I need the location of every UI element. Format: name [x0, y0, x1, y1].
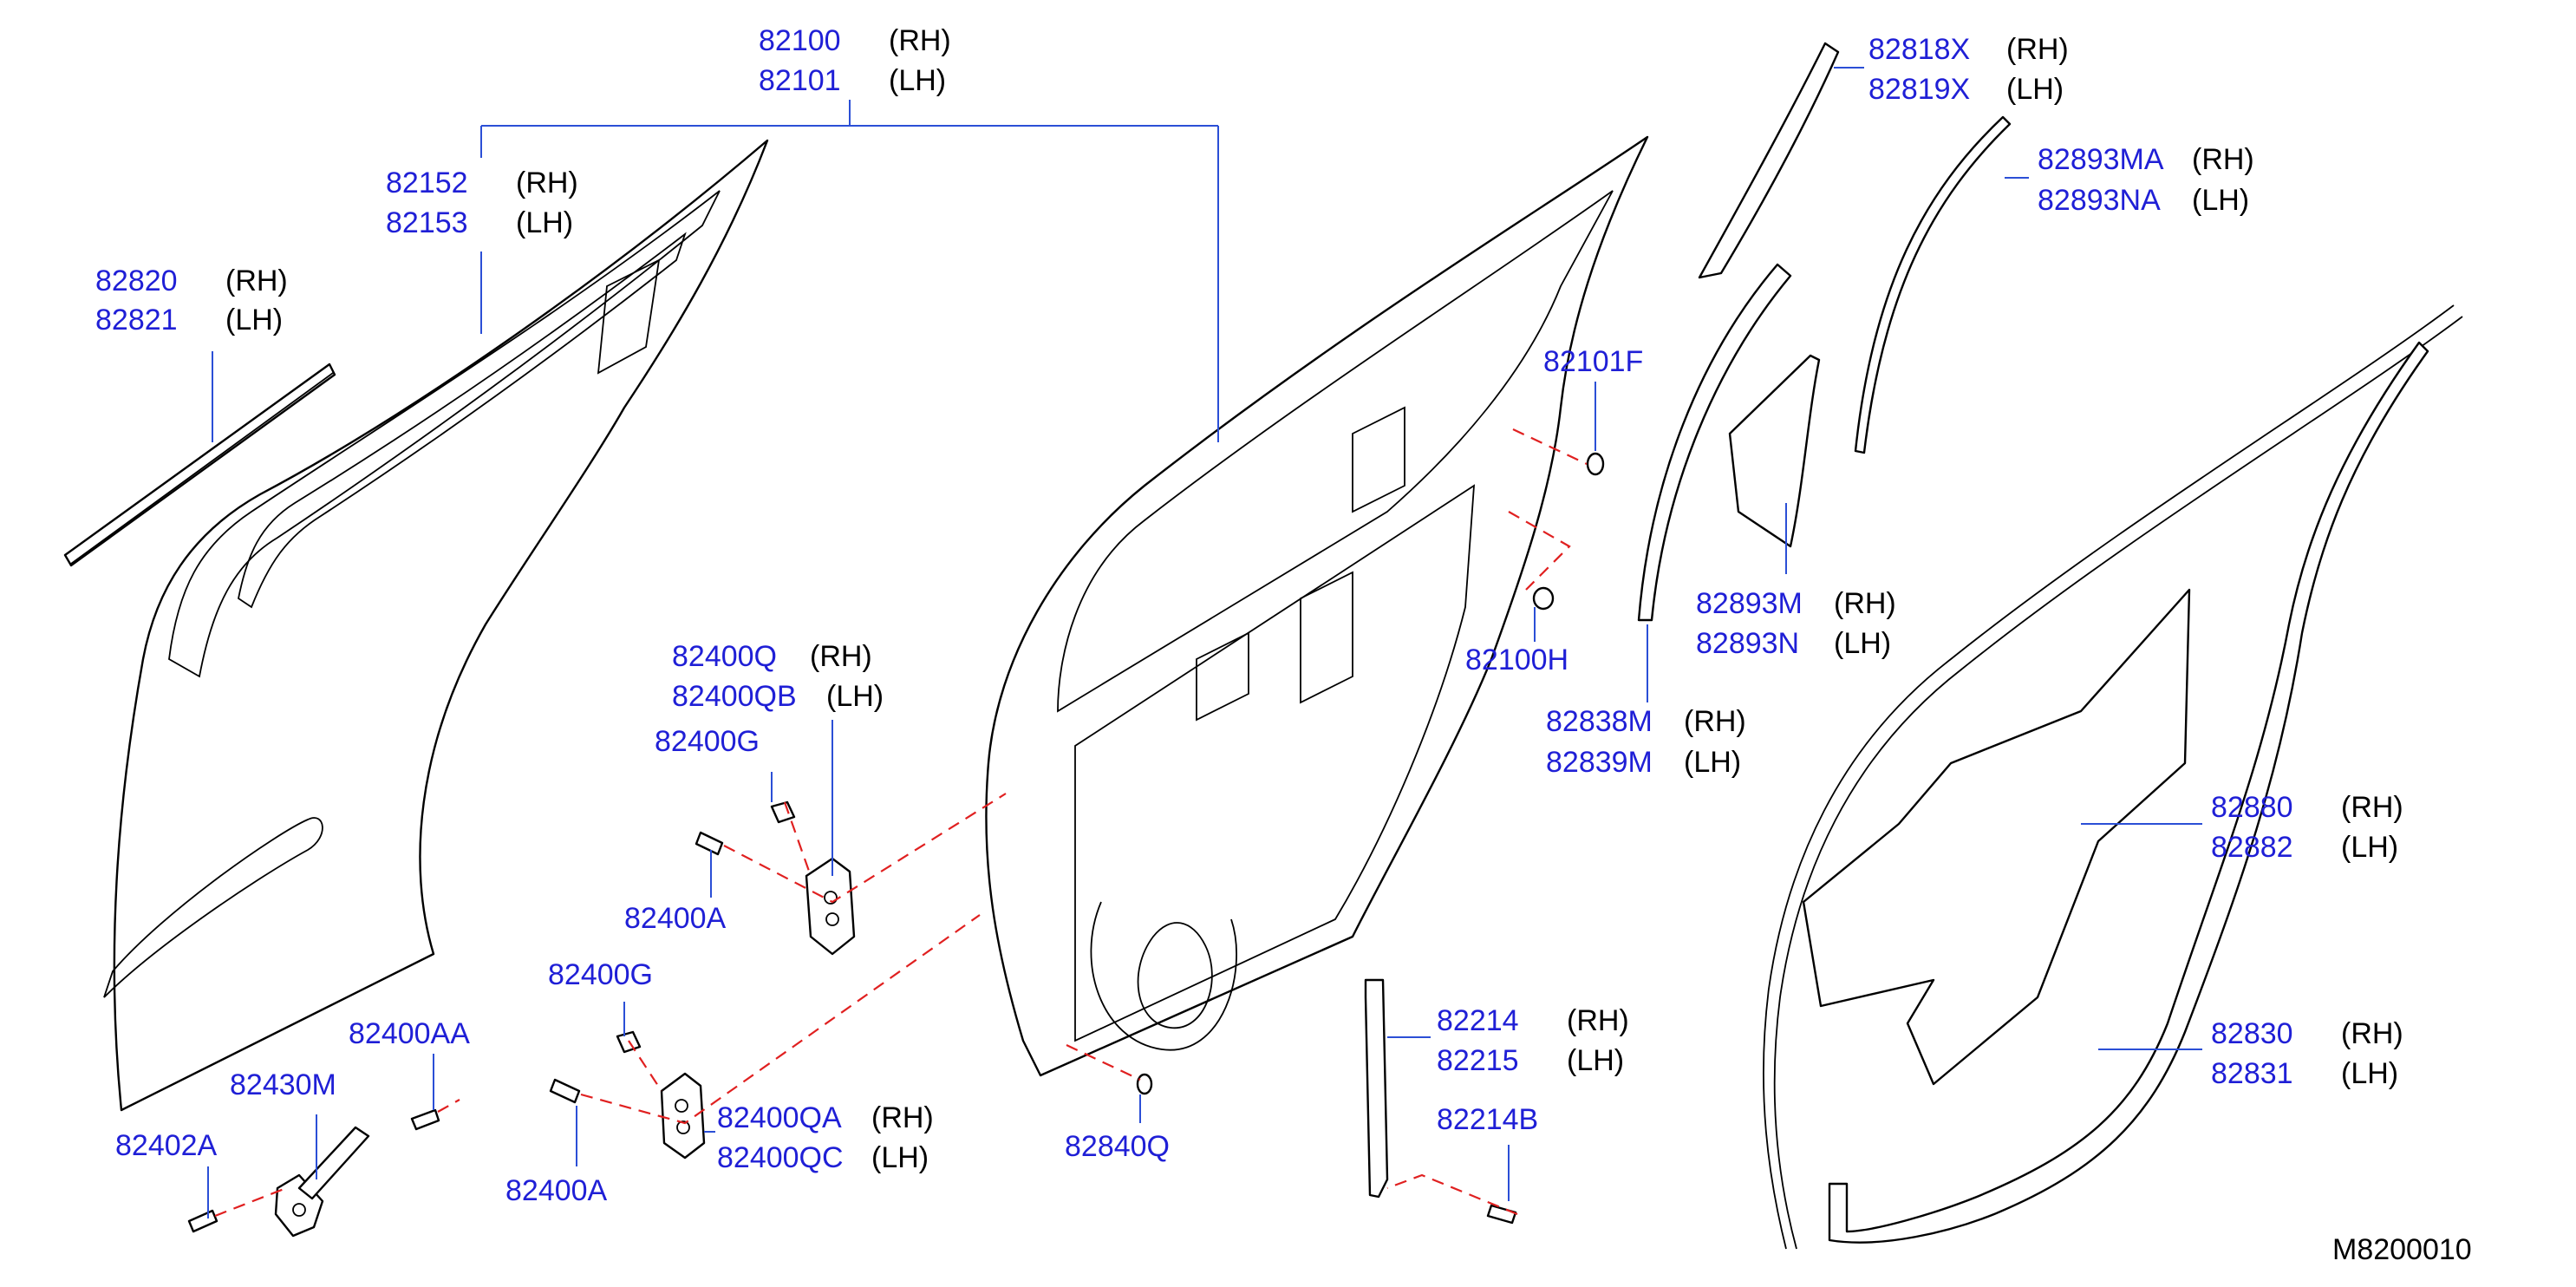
door-outer-panel: [103, 139, 769, 1112]
side-designation-82893n: (LH): [1834, 627, 1891, 660]
part-number-82400qb: 82400QB: [672, 680, 797, 713]
side-designation-82400qa: (RH): [871, 1101, 934, 1134]
part-number-82214b: 82214B: [1437, 1103, 1538, 1136]
door-check: [274, 1126, 370, 1238]
part-number-82400aa: 82400AA: [349, 1017, 470, 1050]
part-number-82400qa: 82400QA: [717, 1101, 842, 1134]
part-number-82893m: 82893M: [1696, 587, 1803, 620]
part-number-82839m: 82839M: [1546, 746, 1653, 779]
sealing-screen: [1802, 588, 2191, 1086]
side-designation-82100: (RH): [889, 24, 951, 57]
callouts: 82100 (RH) 82101 (LH) 82152 (RH) 82153 (LH) 8282…: [95, 24, 2403, 1207]
side-designation-82214: (RH): [1567, 1004, 1629, 1037]
side-designation-82893ma: (RH): [2192, 143, 2254, 176]
part-number-82893n: 82893N: [1696, 627, 1799, 660]
side-designation-82818x: (RH): [2006, 33, 2069, 66]
part-number-82400a-bottom: 82400A: [505, 1174, 608, 1207]
side-designation-82101: (LH): [889, 64, 946, 97]
part-number-82214: 82214: [1437, 1004, 1519, 1037]
part-number-82100h: 82100H: [1465, 644, 1568, 676]
part-number-82400g-bottom: 82400G: [548, 958, 653, 991]
part-number-82882: 82882: [2211, 831, 2293, 864]
part-number-82831: 82831: [2211, 1057, 2293, 1090]
sash-strip: [1637, 263, 1792, 622]
leader-lines: [207, 67, 2202, 1218]
side-designation-82880: (RH): [2341, 791, 2403, 824]
part-number-82838m: 82838M: [1546, 705, 1653, 738]
upper-hinge: [805, 857, 856, 956]
side-designation-82893m: (RH): [1834, 587, 1896, 620]
part-number-82820: 82820: [95, 265, 178, 297]
part-number-82821: 82821: [95, 304, 178, 336]
side-designation-82831: (LH): [2341, 1057, 2398, 1090]
side-designation-82838m: (RH): [1684, 705, 1746, 738]
part-number-82400q: 82400Q: [672, 640, 777, 673]
side-designation-82882: (LH): [2341, 831, 2398, 864]
side-designation-82153: (LH): [516, 206, 573, 239]
part-number-82153: 82153: [386, 206, 468, 239]
part-number-82101: 82101: [759, 64, 841, 97]
side-designation-82820: (RH): [225, 265, 288, 297]
plugs: [1136, 452, 1605, 1095]
side-designation-82830: (RH): [2341, 1017, 2403, 1050]
lower-hinge: [660, 1072, 706, 1160]
side-designation-82400q: (RH): [810, 640, 872, 673]
part-number-82819x: 82819X: [1868, 73, 1970, 106]
part-number-82152: 82152: [386, 167, 468, 199]
assembly-guides: [214, 428, 1588, 1218]
part-number-82400a-top: 82400A: [624, 902, 727, 935]
corner-trim: [1698, 42, 1840, 279]
drawing-reference-code: M8200010: [2332, 1233, 2472, 1266]
part-number-82880: 82880: [2211, 791, 2293, 824]
part-number-82430m: 82430M: [230, 1068, 336, 1101]
filler-piece: [1728, 354, 1821, 548]
part-number-82215: 82215: [1437, 1044, 1519, 1077]
part-number-82840q: 82840Q: [1065, 1130, 1170, 1163]
door-weatherstrip: [1763, 304, 2463, 1250]
part-number-82893ma: 82893MA: [2038, 143, 2164, 176]
door-inner-panel: [985, 135, 1649, 1077]
part-number-82402a: 82402A: [115, 1129, 218, 1162]
part-number-82101f: 82101F: [1543, 345, 1643, 378]
run-channel-strip: [1854, 115, 2012, 454]
side-designation-82893na: (LH): [2192, 184, 2249, 217]
fasteners: [187, 800, 1517, 1233]
part-number-82830: 82830: [2211, 1017, 2293, 1050]
part-number-82100: 82100: [759, 24, 841, 57]
side-designation-82819x: (LH): [2006, 73, 2064, 106]
side-designation-82821: (LH): [225, 304, 283, 336]
side-designation-82400qb: (LH): [826, 680, 884, 713]
side-designation-82152: (RH): [516, 167, 578, 199]
part-number-82893na: 82893NA: [2038, 184, 2161, 217]
side-designation-82839m: (LH): [1684, 746, 1741, 779]
part-number-82400g-top: 82400G: [655, 725, 760, 758]
sash-bracket: [1364, 978, 1389, 1199]
part-number-82818x: 82818X: [1868, 33, 1970, 66]
outer-weatherstrip: [63, 363, 336, 567]
part-number-82400qc: 82400QC: [717, 1141, 844, 1174]
side-designation-82400qc: (LH): [871, 1141, 929, 1174]
side-designation-82215: (LH): [1567, 1044, 1624, 1077]
